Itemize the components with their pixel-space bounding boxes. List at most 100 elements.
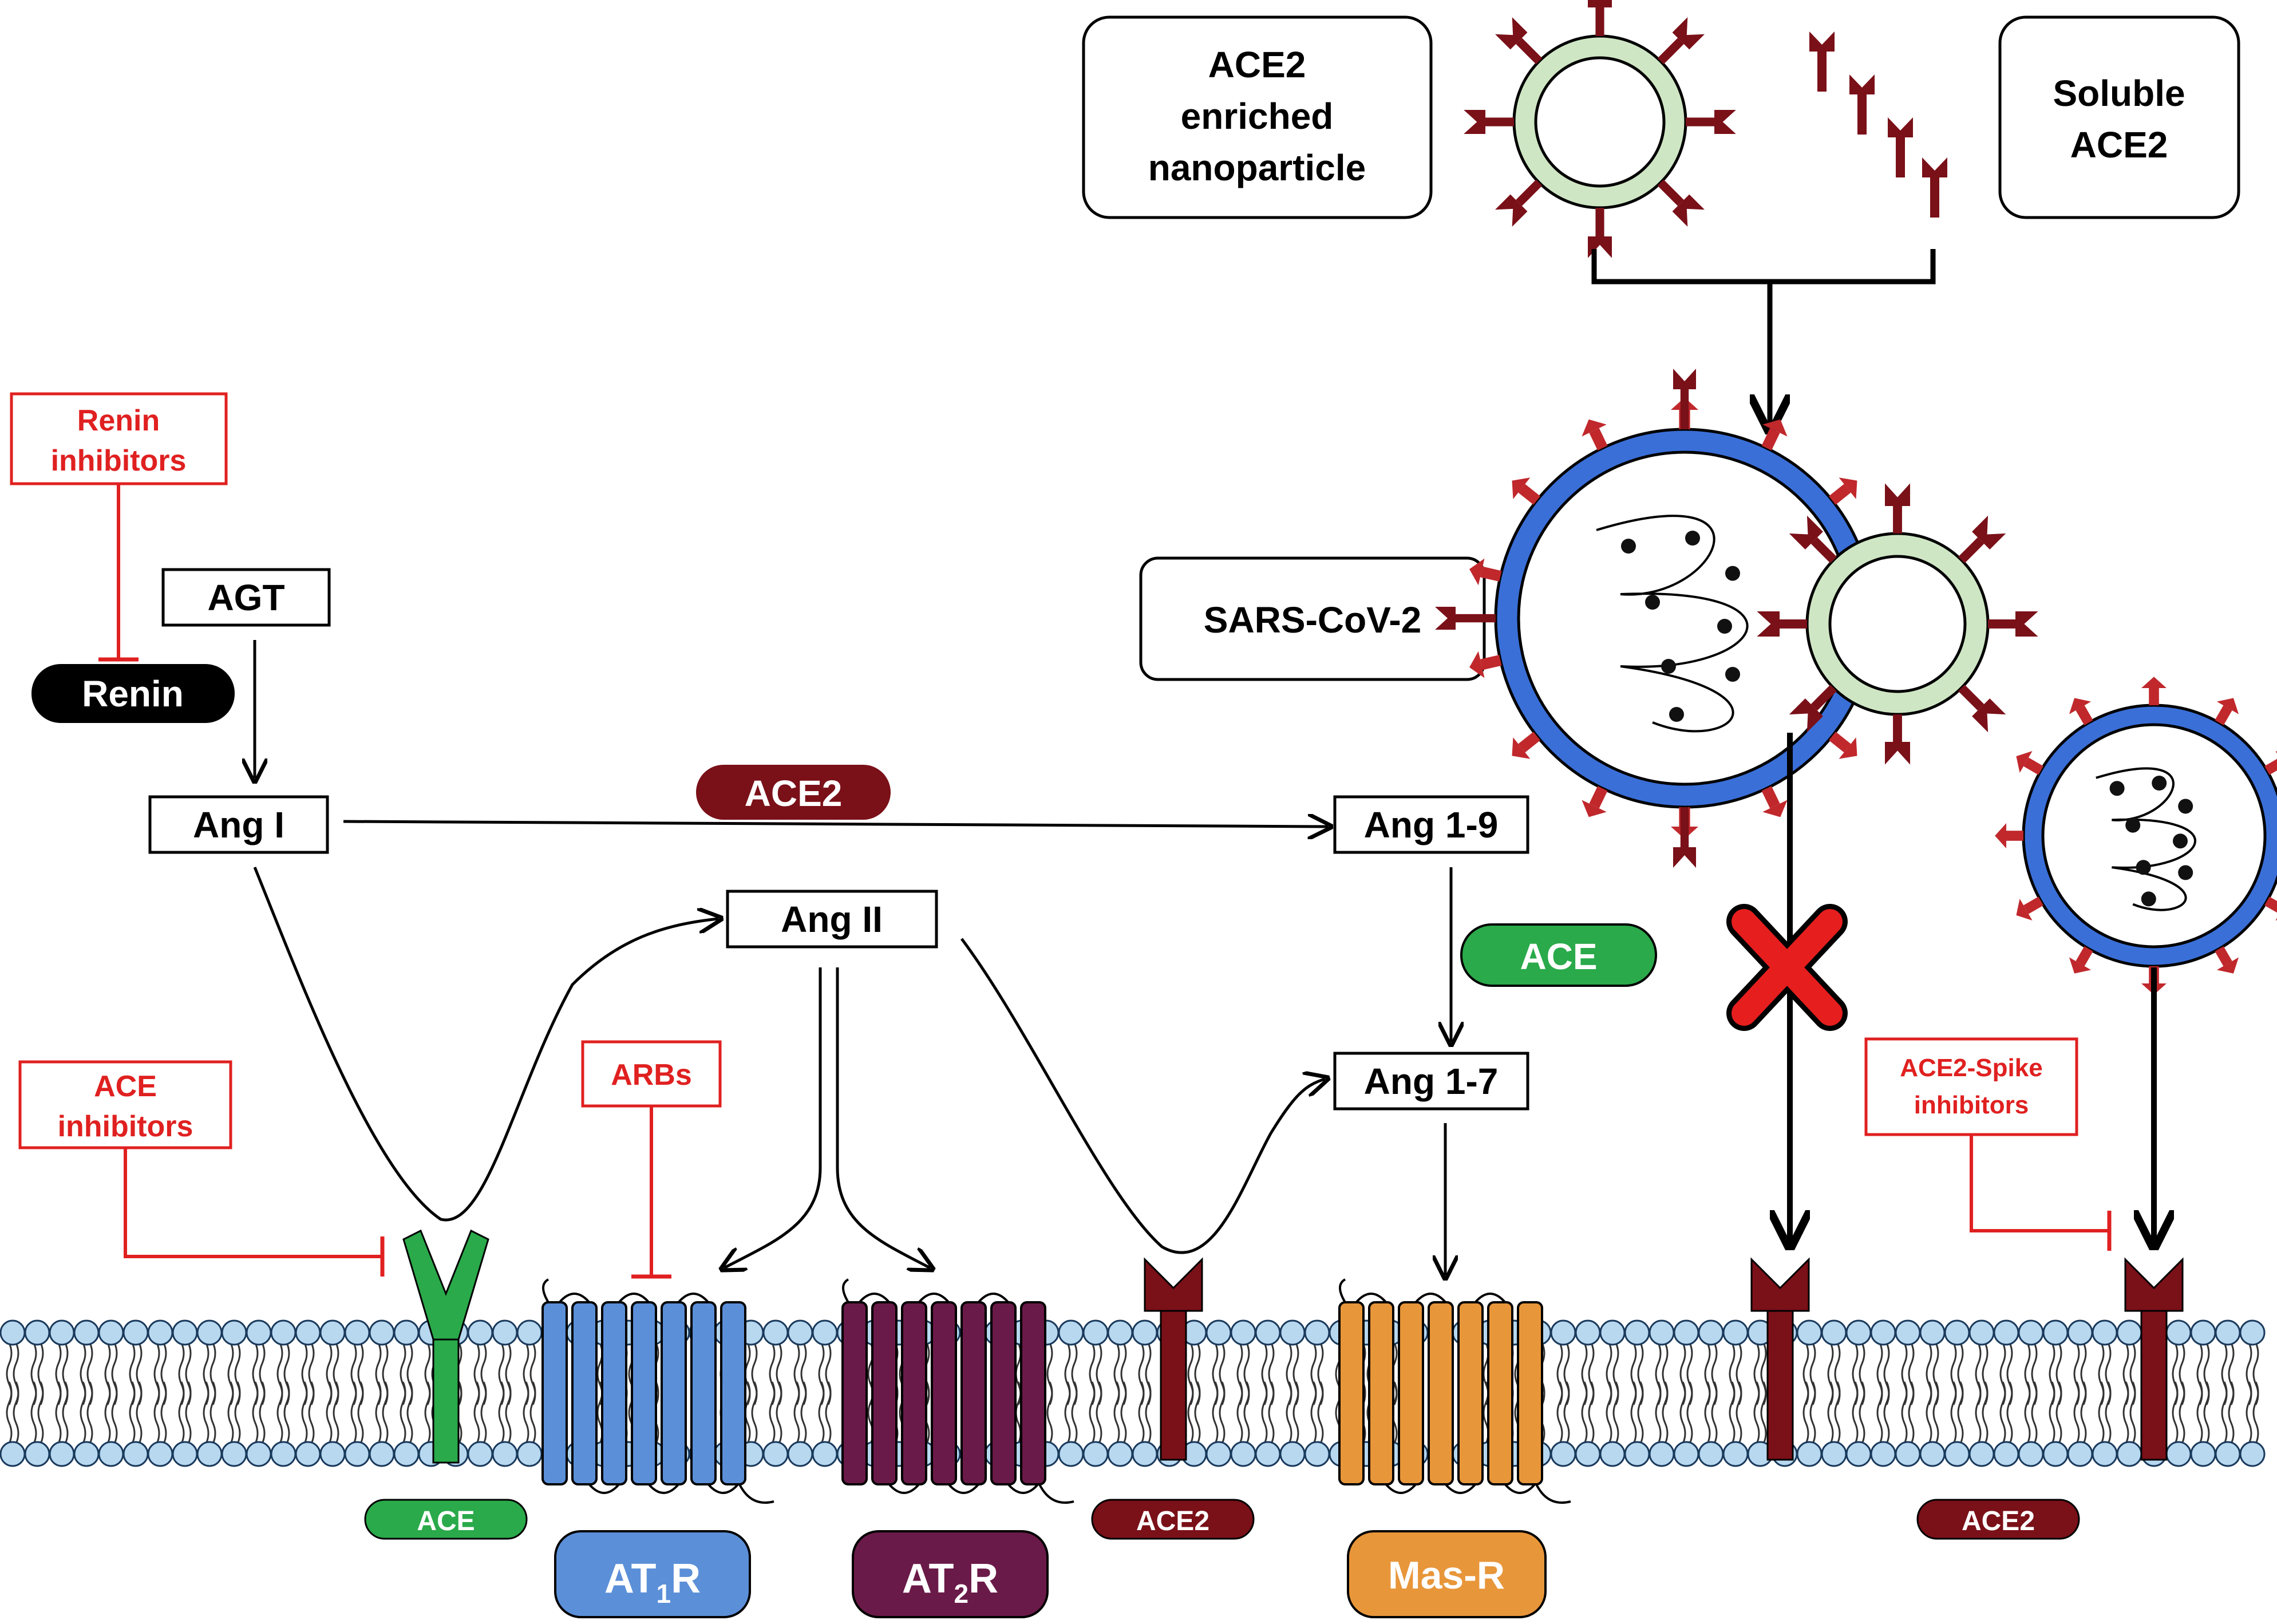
- ace2-molecule: [1789, 685, 1837, 733]
- at2r-pill: AT2R: [852, 1530, 1049, 1618]
- nucleocapsid-dot: [1669, 707, 1684, 722]
- lipid-tail: [1581, 1381, 1595, 1444]
- ace-enzyme-label: ACE: [1520, 936, 1597, 977]
- lipid-tail: [2122, 1342, 2136, 1405]
- lipid-tail: [498, 1381, 512, 1444]
- lipid-head: [393, 1441, 420, 1467]
- lipid-tail: [473, 1342, 487, 1405]
- spike-protein: [1761, 419, 1788, 451]
- lipid-tail: [55, 1381, 69, 1444]
- masr-label: Mas-R: [1388, 1554, 1505, 1597]
- lipid-tail: [744, 1342, 758, 1405]
- lipid-tail: [301, 1342, 315, 1405]
- lipid-tail: [326, 1342, 339, 1405]
- lipid-tail: [1802, 1342, 1816, 1405]
- spike-protein: [2016, 896, 2043, 921]
- masr-pill: Mas-R: [1347, 1530, 1547, 1618]
- lipid-head: [1255, 1319, 1281, 1346]
- ace-inhibition-line: [124, 1148, 385, 1277]
- ang17-label: Ang 1-7: [1364, 1061, 1499, 1102]
- lipid-tail: [1999, 1381, 2013, 1444]
- lipid-tail: [1655, 1381, 1669, 1444]
- lipid-head: [1993, 1319, 2019, 1346]
- transmembrane-helix: [990, 1301, 1017, 1485]
- lipid-head: [1304, 1319, 1330, 1346]
- spike-inhibitors-line2: inhibitors: [1914, 1091, 2029, 1119]
- ang2-ace2-ang17-curve: [960, 938, 1325, 1254]
- lipid-tail: [301, 1381, 315, 1444]
- at2r-label: AT2R: [902, 1556, 998, 1609]
- lipid-tail: [178, 1381, 192, 1444]
- ace2-molecule: [1495, 17, 1543, 65]
- lipid-tail: [1212, 1342, 1226, 1405]
- lipid-head: [1673, 1441, 1699, 1467]
- lipid-tail: [30, 1381, 44, 1444]
- lipid-tail: [1679, 1342, 1693, 1405]
- lipid-head: [1649, 1319, 1675, 1346]
- ace2-molecule: [1588, 0, 1612, 36]
- lipid-tail: [2122, 1381, 2136, 1444]
- lipid-tail: [523, 1342, 536, 1405]
- ace2-receptor-icon: [1144, 1257, 1203, 1461]
- ace2-molecule: [1673, 369, 1696, 429]
- lipid-tail: [2049, 1342, 2062, 1405]
- lipid-tail: [1950, 1342, 1964, 1405]
- lipid-head: [1107, 1441, 1133, 1467]
- lipid-tail: [1753, 1381, 1767, 1444]
- lipid-head: [2018, 1441, 2044, 1467]
- lipid-head: [2215, 1441, 2241, 1467]
- soluble-ace2-icon: [1809, 31, 1947, 218]
- lipid-tail: [1261, 1342, 1275, 1405]
- lipid-head: [1255, 1441, 1281, 1467]
- ace2-enzyme-pill: ACE2: [696, 765, 891, 820]
- lipid-head: [344, 1441, 370, 1467]
- lipid-tail: [1876, 1342, 1890, 1405]
- lipid-tail: [80, 1381, 93, 1444]
- soluble-label-box: Soluble ACE2: [1998, 15, 2240, 219]
- nucleocapsid-dot: [1661, 659, 1676, 674]
- lipid-tail: [2024, 1381, 2038, 1444]
- lipid-tail: [1827, 1342, 1841, 1405]
- lipid-tail: [203, 1342, 216, 1405]
- lipid-tail: [6, 1342, 19, 1405]
- lipid-head: [2042, 1319, 2069, 1346]
- spike-protein: [1512, 477, 1540, 505]
- lipid-tail: [129, 1381, 143, 1444]
- transmembrane-helix: [1368, 1301, 1394, 1485]
- lipid-head: [2116, 1441, 2142, 1467]
- ace-inhibitors-line2: inhibitors: [58, 1110, 193, 1143]
- transmembrane-helix: [1428, 1301, 1454, 1485]
- nanoparticle-label-line2: enriched: [1181, 96, 1334, 137]
- lipid-head: [2239, 1319, 2266, 1346]
- lipid-head: [1722, 1441, 1749, 1467]
- lipid-tail: [2073, 1342, 2087, 1405]
- lipid-head: [393, 1319, 420, 1346]
- sars-cov-2-virus-bound-icon: [1435, 369, 1934, 868]
- nucleocapsid-dot: [2173, 833, 2188, 849]
- lipid-head: [1624, 1319, 1650, 1346]
- lipid-head: [2067, 1441, 2093, 1467]
- lipid-tail: [1704, 1381, 1718, 1444]
- lipid-tail: [1802, 1381, 1816, 1444]
- lipid-head: [762, 1319, 789, 1346]
- nanoparticle-label-line3: nanoparticle: [1148, 147, 1366, 188]
- lipid-head: [246, 1319, 272, 1346]
- lipid-tail: [1729, 1342, 1742, 1405]
- spike-protein: [2215, 946, 2239, 974]
- ace2-molecule: [1885, 483, 1910, 534]
- lipid-tail: [55, 1342, 69, 1405]
- lipid-head: [270, 1441, 297, 1467]
- transmembrane-helix: [901, 1301, 927, 1485]
- lipid-head: [1698, 1441, 1724, 1467]
- lipid-head: [0, 1441, 26, 1467]
- lipid-head: [492, 1319, 518, 1346]
- lipid-tail: [1064, 1342, 1078, 1405]
- lipid-tail: [1926, 1342, 1939, 1405]
- lipid-head: [369, 1441, 395, 1467]
- lipid-tail: [769, 1381, 782, 1444]
- ang2-box: Ang II: [726, 890, 938, 949]
- lipid-head: [196, 1319, 223, 1346]
- lipid-tail: [818, 1342, 832, 1405]
- spike-protein: [1829, 732, 1857, 759]
- lipid-head: [1895, 1319, 1921, 1346]
